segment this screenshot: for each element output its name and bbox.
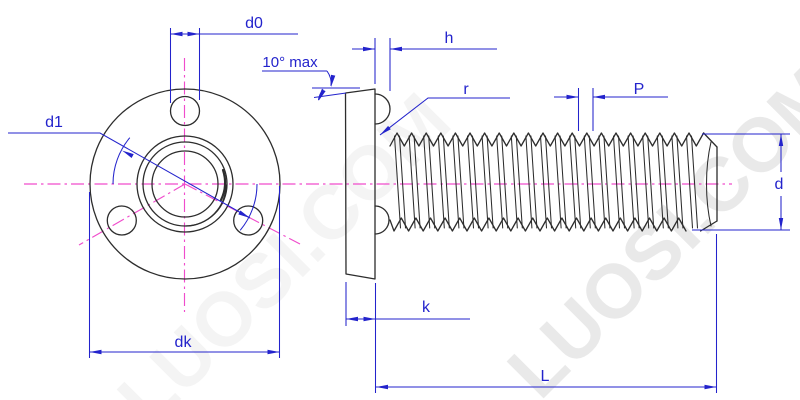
dim-label-d: d (775, 176, 784, 193)
dim-d1: d1 (8, 114, 258, 231)
flange-outline (89, 88, 281, 280)
dim-label-h: h (445, 30, 454, 47)
dim-L: L (376, 234, 718, 393)
watermark: LUOSI.COM LUOSI.COM (102, 49, 800, 400)
dim-P: P (554, 81, 668, 131)
dim-label-P: P (634, 81, 645, 98)
thread-major-circle (136, 135, 234, 233)
dim-dk: dk (88, 186, 281, 358)
dim-label-dk: dk (175, 334, 193, 351)
thread-minor-circle (151, 150, 219, 218)
angle-note-label: 10° max (262, 54, 318, 71)
weld-projection-bump-top (374, 93, 391, 125)
thread-runout-arc (219, 168, 227, 202)
dim-k: k (345, 282, 470, 393)
thread-end-chamfer (699, 132, 718, 232)
dim-label-d1: d1 (45, 114, 63, 131)
dim-label-d0: d0 (245, 15, 263, 32)
dim-label-k: k (422, 299, 431, 316)
dim-h: h (352, 30, 497, 91)
front-view (89, 88, 281, 280)
weld-projection-top (169, 95, 201, 127)
thread-runout-arc (185, 184, 227, 227)
screw-head (344, 88, 376, 280)
dim-label-r: r (463, 81, 469, 98)
weld-projection-left (106, 205, 137, 236)
dim-label-L: L (541, 368, 550, 385)
side-view (344, 88, 718, 280)
dim-r: r (379, 81, 510, 136)
dimensions: d0 d1 dk h (8, 15, 790, 393)
weld-projection-bump-bottom (374, 205, 390, 235)
dim-d0: d0 (169, 15, 298, 103)
dim-angle: 10° max (262, 54, 360, 101)
shank-circle (142, 141, 228, 227)
dimension-arrowheads (89, 31, 784, 390)
thread (389, 132, 705, 232)
weld-projection-right (233, 205, 264, 236)
